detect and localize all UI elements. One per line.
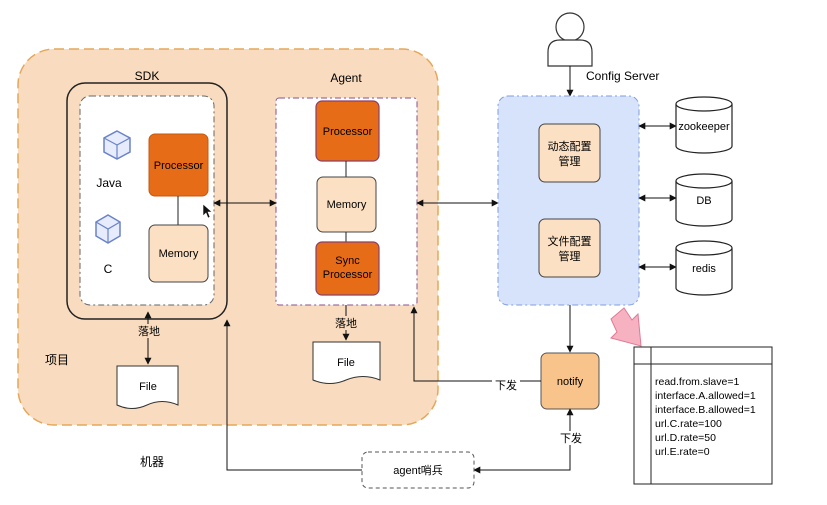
dispatch-label-2: 下发 xyxy=(560,431,582,445)
java-label: Java xyxy=(96,176,122,190)
sdk-memory-label: Memory xyxy=(159,248,199,260)
config-line-6: url.E.rate=0 xyxy=(655,446,710,458)
agent-file-doc xyxy=(312,341,381,384)
java-cube-icon xyxy=(103,130,131,160)
db-cylinder xyxy=(675,173,733,227)
agent-sentinel-label: agent哨兵 xyxy=(393,464,443,477)
dynamic-config-label-1: 动态配置 xyxy=(548,140,592,153)
dynamic-config-box xyxy=(538,123,601,183)
config-line-3: interface.B.allowed=1 xyxy=(655,404,756,416)
mouse-cursor-icon xyxy=(202,203,213,219)
file-config-box xyxy=(538,218,601,278)
machine-label: 机器 xyxy=(140,455,164,469)
c-label: C xyxy=(104,262,113,276)
user-person-icon xyxy=(547,12,593,67)
sdk-persist-label: 落地 xyxy=(138,325,160,338)
notify-sentinel-arrow xyxy=(473,408,574,474)
sentinel-sdk-arrow xyxy=(223,319,362,471)
zookeeper-cylinder xyxy=(675,96,733,154)
config-line-1: read.from.slave=1 xyxy=(655,376,739,388)
file-config-label-1: 文件配置 xyxy=(548,234,592,248)
redis-cylinder xyxy=(675,240,733,296)
agent-title: Agent xyxy=(330,71,362,85)
config-server-title: Config Server xyxy=(586,69,659,83)
agent-processor-box xyxy=(315,100,380,162)
redis-label: redis xyxy=(692,263,716,275)
agent-processor-label: Processor xyxy=(323,126,373,138)
file-config-label-2: 管理 xyxy=(559,249,581,263)
zookeeper-label: zookeeper xyxy=(678,121,730,133)
dispatch-label-1: 下发 xyxy=(495,378,517,392)
db-label: DB xyxy=(696,195,711,207)
sdk-processor-label: Processor xyxy=(154,160,204,172)
notify-label: notify xyxy=(557,376,584,388)
config-line-4: url.C.rate=100 xyxy=(655,418,722,430)
agent-sentinel-box xyxy=(361,451,475,489)
c-cube-icon xyxy=(95,214,121,244)
config-list-pointer-arrow xyxy=(610,307,642,347)
agent-persist-label: 落地 xyxy=(335,317,357,330)
agent-sync-label-1: Sync xyxy=(335,255,360,267)
config-line-2: interface.A.allowed=1 xyxy=(655,390,756,402)
config-line-5: url.D.rate=50 xyxy=(655,432,716,444)
agent-memory-label: Memory xyxy=(327,199,367,211)
agent-sync-processor-box xyxy=(315,241,380,296)
agent-sync-label-2: Processor xyxy=(323,269,373,281)
sdk-title: SDK xyxy=(135,69,160,83)
agent-file-label: File xyxy=(337,357,355,369)
sdk-memory-box xyxy=(148,224,209,283)
dynamic-config-label-2: 管理 xyxy=(559,154,581,168)
config-list-panel: read.from.slave=1 interface.A.allowed=1 … xyxy=(633,346,773,485)
sdk-file-doc xyxy=(116,365,179,409)
sdk-file-label: File xyxy=(139,381,157,393)
config-server-box xyxy=(497,95,640,306)
project-label: 项目 xyxy=(45,353,69,367)
